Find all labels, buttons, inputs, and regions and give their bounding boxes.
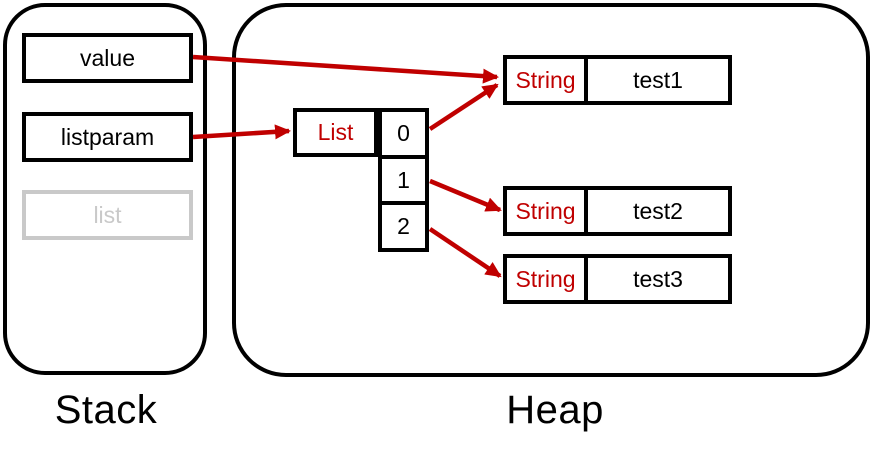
list-object-type-cell: List (293, 108, 378, 157)
string-value: test3 (633, 265, 683, 292)
stack-variable-listparam: listparam (22, 112, 193, 162)
string-type-label: String (507, 258, 588, 300)
string-object-test2: String test2 (503, 186, 732, 236)
string-object-test3: String test3 (503, 254, 732, 304)
stack-variable-value: value (22, 33, 193, 83)
heap-region-label: Heap (506, 388, 604, 432)
string-value: test2 (633, 197, 683, 224)
string-object-test1: String test1 (503, 55, 732, 105)
stack-region-label: Stack (54, 388, 158, 432)
stack-variable-list-disabled: list (22, 190, 193, 240)
list-index-1: 1 (382, 154, 425, 202)
string-type-label: String (507, 59, 588, 101)
list-type-label: List (317, 119, 354, 145)
string-value: test1 (633, 66, 683, 93)
variable-name: value (80, 44, 135, 71)
list-index-0: 0 (397, 119, 410, 146)
variable-name: listparam (60, 123, 155, 150)
list-index-2: 2 (382, 201, 425, 248)
list-index-column: 0 1 2 (378, 108, 429, 252)
variable-name: list (93, 201, 122, 228)
string-type-label: String (507, 190, 588, 232)
